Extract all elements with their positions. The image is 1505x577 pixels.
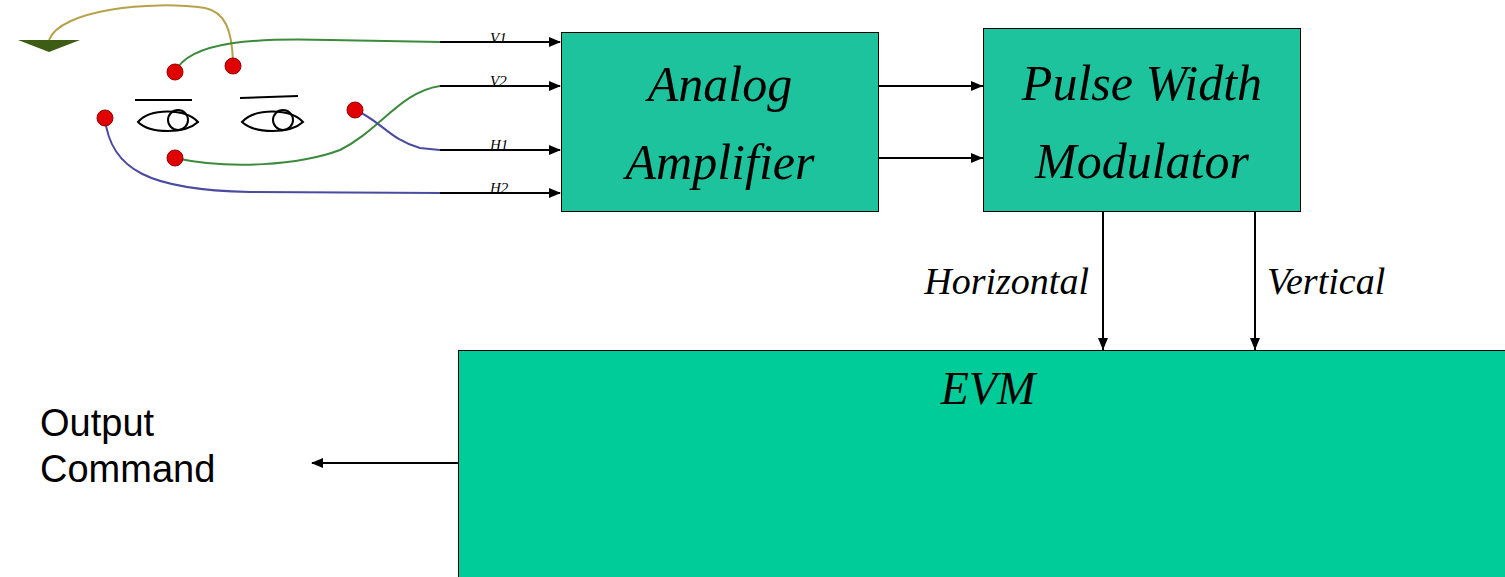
signal-arrow bbox=[879, 81, 983, 91]
signal-name: H1 bbox=[490, 137, 508, 154]
eyes bbox=[135, 96, 303, 131]
output-label: Output Command bbox=[40, 400, 270, 492]
modulator-box: Pulse Width Modulator bbox=[983, 28, 1301, 212]
evm-box: EVM bbox=[458, 350, 1505, 577]
ground-symbol bbox=[18, 40, 80, 52]
box-title: Pulse Width Modulator bbox=[1004, 44, 1280, 200]
box-title: Analog Amplifier bbox=[582, 45, 858, 201]
signal-name: V2 bbox=[490, 73, 507, 90]
signal-arrow bbox=[879, 153, 983, 163]
signal-arrow bbox=[1098, 212, 1108, 350]
amplifier-box: Analog Amplifier bbox=[561, 32, 879, 212]
signal-arrow bbox=[1250, 212, 1260, 350]
signal-name: V1 bbox=[490, 30, 507, 47]
edge-label: Vertical bbox=[1267, 259, 1385, 303]
box-title: EVM bbox=[941, 359, 1036, 419]
output-arrow bbox=[312, 462, 458, 464]
electrode-dots bbox=[97, 58, 363, 166]
edge-label: Horizontal bbox=[924, 259, 1089, 303]
electrode-wires bbox=[49, 5, 440, 193]
signal-name: H2 bbox=[490, 180, 508, 197]
